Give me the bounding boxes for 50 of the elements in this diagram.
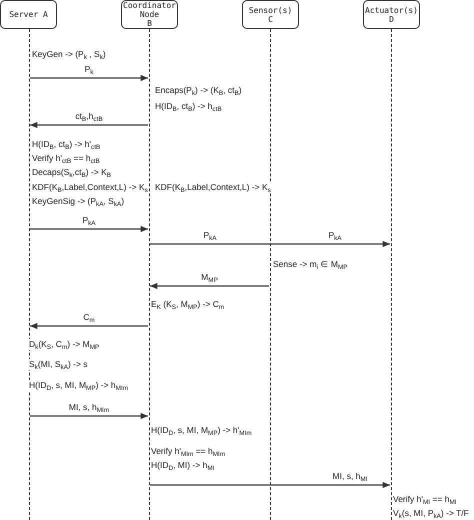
note-text: S$_{k}$(MI, S$_{kA}$) -> s — [29, 359, 88, 370]
note-text: V$_{k}$(s, MI, P$_{kA}$) -> T/F — [393, 508, 469, 519]
message-arrow — [150, 240, 390, 248]
participant-box — [0, 0, 57, 29]
lifeline — [149, 29, 150, 520]
participant-name: D — [389, 14, 394, 24]
message-label: ct$_{B}$,h$_{ctB}$ — [74, 111, 104, 122]
participant-name: C — [268, 14, 273, 24]
lifeline — [391, 29, 392, 520]
note-text: Verify h'$_{ctB}$ == h$_{ctB}$ — [32, 153, 100, 164]
message-arrow — [30, 322, 148, 330]
message-label: P$_{kA}$ — [81, 215, 97, 226]
message-label: P$_{kA}$ — [328, 230, 342, 241]
note-text: Encaps(P$_{k}$) -> (K$_{B}$, ct$_{B}$) — [155, 85, 242, 96]
note-text: H(ID$_{D}$, s, MI, M$_{MP}$) -> h$_{MIm}$ — [29, 380, 128, 391]
participant-box — [242, 0, 299, 29]
message-arrow — [30, 74, 148, 82]
participant-name: Actuator(s) — [365, 6, 418, 14]
note-text: D$_{k}$(K$_{S}$, C$_{m}$) -> M$_{MP}$ — [29, 339, 100, 350]
message-label: P$_{k}$ — [84, 64, 94, 75]
participant-name: Sensor(s) — [248, 6, 292, 14]
message-label: M$_{MP}$ — [200, 272, 219, 283]
note-text: H(ID$_{D}$, MI) -> h$_{MI}$ — [151, 460, 214, 471]
message-label: MI, s, h$_{MIm}$ — [68, 402, 110, 413]
note-text: E$_{K}$ (K$_{S}$, M$_{MP}$) -> C$_{m}$ — [151, 299, 224, 310]
note-text: H(ID$_{B}$, ct$_{B}$) -> h$_{ctB}$ — [155, 101, 222, 112]
message-label: P$_{kA}$ — [202, 230, 218, 241]
message-arrow — [30, 226, 148, 232]
note-text: Decaps(S$_{k}$,ct$_{B}$) -> K$_{B}$ — [32, 167, 112, 178]
note-text: H(ID$_{D}$, s, MI, M$_{MP}$) -> h'$_{MIm}$ — [151, 425, 252, 436]
note-text: H(ID$_{B}$, ct$_{B}$) -> h'$_{ctB}$ — [32, 139, 100, 150]
participant-box — [363, 0, 420, 29]
participant-name: B — [147, 19, 152, 28]
note-text: KDF(K$_{B}$,Label,Context,L) -> K$_{s}$ — [32, 182, 148, 193]
note-text: KDF(K$_{B}$,Label,Context,L) -> K$_{s}$ — [155, 182, 271, 193]
message-label: C$_{m}$ — [82, 312, 96, 323]
lifeline — [270, 29, 271, 520]
message-arrow — [30, 412, 148, 420]
note-text: Sense -> m$_{i}$ ∈ M$_{MP}$ — [273, 259, 348, 270]
note-text: KeyGen -> (P$_{k}$ , S$_{k}$) — [32, 49, 106, 60]
message-label: MI, s, h$_{MI}$ — [332, 471, 368, 482]
participant-name: Server A — [9, 10, 48, 19]
participant-box — [121, 0, 178, 29]
message-arrow — [150, 282, 269, 290]
note-text: Verify h'$_{MI}$ == h$_{MI}$ — [393, 494, 457, 505]
participant-name: Coordinator Node — [122, 1, 177, 19]
note-text: KeyGenSig -> (P$_{kA}$, S$_{kA}$) — [32, 196, 124, 207]
note-text: Verify h'$_{MIm}$ == h$_{MIm}$ — [151, 446, 226, 457]
message-arrow — [30, 122, 148, 128]
message-arrow — [150, 482, 390, 488]
